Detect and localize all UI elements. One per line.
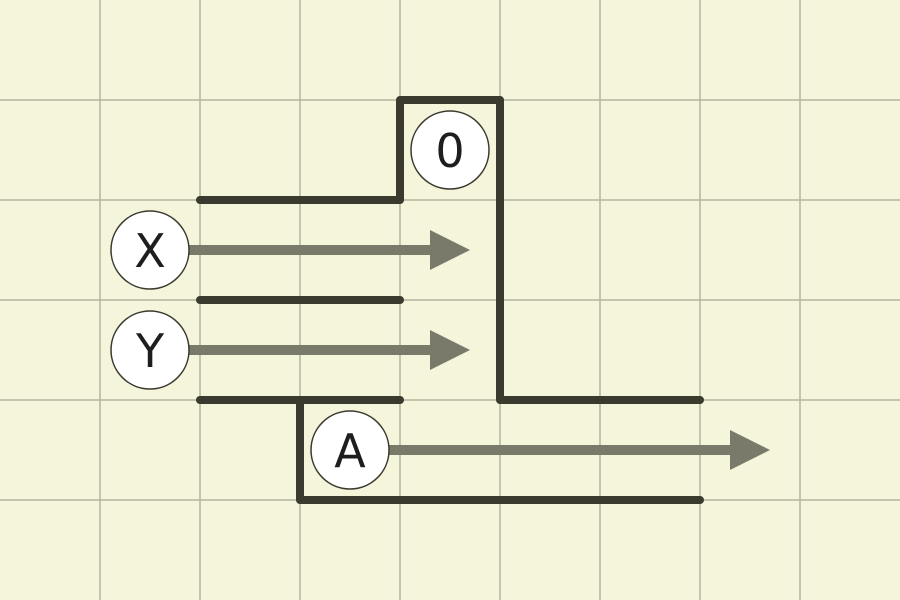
walls [196, 96, 704, 504]
node-zero[interactable]: 0 [410, 110, 490, 190]
nodes: 0 X Y A [110, 110, 490, 490]
node-x-label: X [134, 224, 166, 278]
arrow-x [150, 230, 470, 270]
node-a-label: A [334, 424, 366, 478]
node-y[interactable]: Y [110, 310, 190, 390]
node-y-label: Y [135, 324, 165, 378]
arrow-y [150, 330, 470, 370]
node-x[interactable]: X [110, 210, 190, 290]
arrow-a [350, 430, 770, 470]
arrow-x-head [430, 230, 470, 270]
node-x-circle [110, 210, 190, 290]
node-zero-circle [410, 110, 490, 190]
arrows [150, 230, 770, 470]
node-y-circle [110, 310, 190, 390]
upper-wall-with-notch [196, 96, 704, 404]
arrow-y-head [430, 330, 470, 370]
node-a[interactable]: A [310, 410, 390, 490]
node-zero-label: 0 [435, 124, 464, 178]
arrow-a-head [730, 430, 770, 470]
node-a-circle [310, 410, 390, 490]
bottom-wall-step [296, 396, 704, 504]
